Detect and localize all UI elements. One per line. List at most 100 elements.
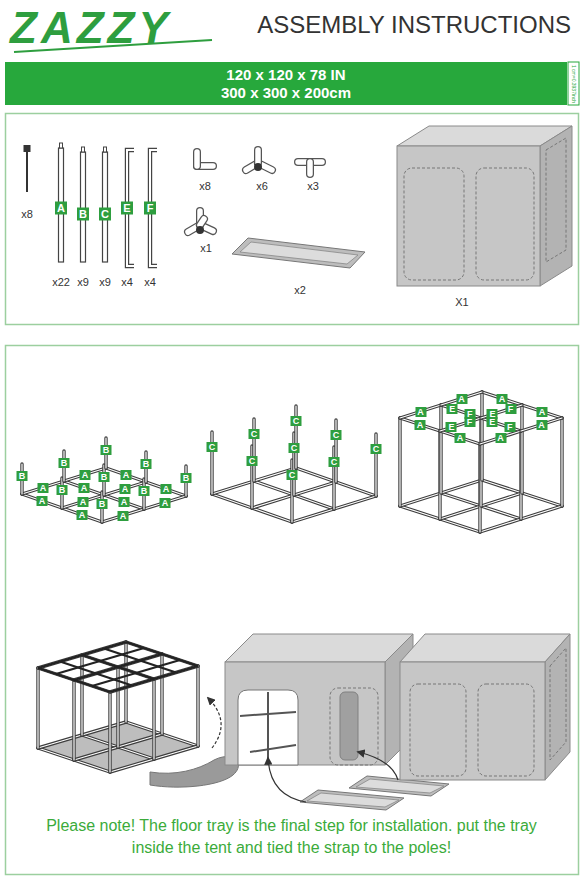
part-letter: E <box>487 409 498 419</box>
roof-bar <box>110 666 198 692</box>
pole-outline <box>441 480 482 493</box>
pole-fill <box>37 668 38 748</box>
connector-outline <box>196 211 204 225</box>
pole-outline <box>439 405 442 493</box>
pole-outline <box>521 418 562 431</box>
pole-outline <box>440 431 480 444</box>
connector-fill <box>255 150 261 163</box>
part-letter: A <box>120 484 131 494</box>
pole-fill <box>118 747 154 759</box>
part-letter: A <box>118 511 129 521</box>
part-letter: A <box>536 420 547 430</box>
door-outline <box>476 168 534 280</box>
pole-fill <box>252 495 294 508</box>
part-letter: F <box>505 404 516 414</box>
pole-outline <box>36 668 39 748</box>
roof-bar <box>126 642 198 666</box>
parts-panel <box>6 114 579 325</box>
quantity-label: x9 <box>99 276 111 289</box>
quantity-label: x6 <box>256 180 268 193</box>
pole-outline <box>400 405 441 418</box>
pole-fill <box>400 418 440 431</box>
inner-pole <box>240 712 296 716</box>
pole-fill <box>197 666 198 746</box>
pole-fill <box>399 418 400 506</box>
pole-fill <box>104 495 144 509</box>
pole-fill <box>82 735 118 747</box>
part-letter: B <box>139 486 150 496</box>
connector-outline <box>306 162 314 174</box>
part-letter: B <box>17 471 28 481</box>
part-letter: A <box>456 394 467 404</box>
part-letter: A <box>79 483 90 493</box>
pole-outline <box>144 496 186 509</box>
tent-side <box>545 634 570 780</box>
pole-fill <box>162 734 198 746</box>
pole-outline <box>481 506 521 519</box>
part-letter: B <box>57 485 68 495</box>
quantity-label: x4 <box>144 276 156 289</box>
pole-outline <box>482 480 522 493</box>
pole-fill <box>400 405 441 418</box>
part-letter: C <box>371 444 382 454</box>
part-letter: F <box>504 422 515 432</box>
part-letter: C <box>329 457 340 467</box>
quantity-label: X1 <box>455 296 468 309</box>
cable-tie-head <box>24 145 31 152</box>
pole-fill <box>254 481 294 495</box>
tent-front <box>397 146 540 286</box>
part-letter: B <box>77 208 89 221</box>
pole-fill <box>292 509 334 522</box>
part-letter: B <box>181 473 192 483</box>
connector-fill <box>200 219 204 225</box>
door-outline <box>478 684 534 776</box>
pole-outline <box>520 405 523 493</box>
part-letter: B <box>59 458 70 468</box>
part-letter: A <box>160 498 171 508</box>
door-outline <box>330 688 378 765</box>
pole-fill <box>481 392 482 480</box>
pole-fill <box>441 480 482 493</box>
part-letter: A <box>38 483 49 493</box>
pole-fill <box>440 431 480 444</box>
pole-outline <box>212 481 254 494</box>
unit-conversion: 1 cm=0.3937inch <box>571 64 577 102</box>
pole-outline <box>294 495 334 509</box>
connector-outline <box>254 150 262 163</box>
roof-bar <box>74 654 162 680</box>
pole-outline <box>480 519 521 532</box>
pole-fill <box>336 482 376 496</box>
pole-outline <box>400 418 440 431</box>
pole-outline <box>440 519 480 532</box>
pole-outline <box>294 482 336 495</box>
pole-fill <box>334 496 376 509</box>
connector-outline <box>193 152 201 166</box>
inner-pole <box>267 692 269 765</box>
door-flap <box>340 692 358 760</box>
pole-outline <box>104 495 144 509</box>
pole-fill <box>522 405 562 418</box>
connector-ball <box>254 163 262 171</box>
part-letter: C <box>207 442 218 452</box>
pole-outline <box>102 509 144 522</box>
roof-bar <box>104 649 176 673</box>
floor-tray-inner <box>356 779 444 793</box>
pole-fill <box>440 519 480 532</box>
pole-end <box>104 147 107 152</box>
tent-top <box>225 634 413 662</box>
pole-outline <box>146 482 186 496</box>
pole-outline <box>152 679 155 759</box>
parts-illustration <box>24 126 573 286</box>
pole-outline <box>334 496 376 509</box>
part-letter: E <box>446 422 457 432</box>
dimension-text: 300 x 300 x 200cm <box>221 84 351 102</box>
pole-outline <box>126 722 162 734</box>
dimension-band: 120 x 120 x 78 IN300 x 300 x 200cm <box>5 62 567 105</box>
side-window-outline <box>546 138 566 262</box>
pole-outline <box>480 392 483 480</box>
part-letter: A <box>55 202 67 215</box>
pole-fill <box>106 468 146 482</box>
pole-fill <box>441 493 481 506</box>
pole-fill <box>481 493 522 506</box>
pole-fill <box>561 418 562 506</box>
